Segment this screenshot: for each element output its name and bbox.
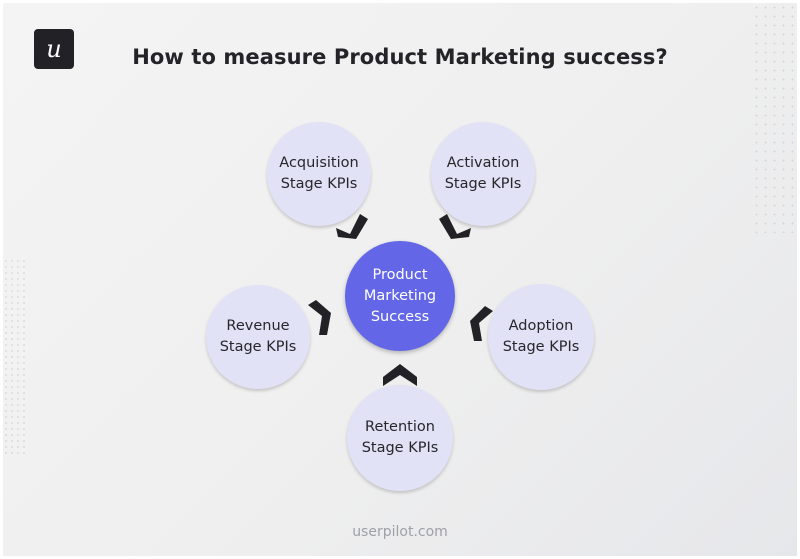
node-label-line2: Stage KPIs: [444, 176, 522, 192]
chevron-arrow-icon: [383, 364, 417, 386]
node-adoption: Adoption Stage KPIs: [488, 284, 594, 390]
node-label-line2: Stage KPIs: [502, 339, 580, 355]
node-label-line1: Revenue: [226, 318, 290, 334]
node-label-line1: Retention: [365, 419, 435, 435]
node-activation: Activation Stage KPIs: [431, 122, 535, 226]
chevron-arrow-icon: [439, 214, 471, 239]
node-product-marketing-success: Product Marketing Success: [345, 241, 455, 351]
node-acquisition: Acquisition Stage KPIs: [267, 122, 371, 226]
brand-footer: userpilot.com: [352, 524, 448, 540]
userpilot-logo-icon: u: [34, 29, 74, 69]
chevron-arrow-icon: [470, 306, 493, 341]
decorative-dot-pattern: [752, 3, 797, 233]
center-label-line2: Marketing: [363, 287, 437, 304]
page-title: How to measure Product Marketing success…: [132, 45, 668, 69]
chevron-arrow-icon: [308, 300, 331, 335]
decorative-dot-pattern: [3, 258, 25, 458]
chevron-arrow-icon: [336, 214, 368, 239]
node-label-line1: Adoption: [508, 318, 574, 334]
node-label-line1: Acquisition: [279, 155, 359, 171]
node-label-line1: Activation: [446, 155, 520, 171]
node-retention: Retention Stage KPIs: [347, 385, 453, 491]
infographic-canvas: u How to measure Product Marketing succe…: [3, 3, 797, 556]
node-label-line2: Stage KPIs: [280, 176, 358, 192]
node-label-line2: Stage KPIs: [361, 440, 439, 456]
logo-letter: u: [46, 35, 62, 63]
center-label-line1: Product: [372, 266, 428, 283]
center-label-line3: Success: [370, 308, 430, 325]
node-revenue: Revenue Stage KPIs: [206, 285, 310, 389]
node-label-line2: Stage KPIs: [219, 339, 297, 355]
